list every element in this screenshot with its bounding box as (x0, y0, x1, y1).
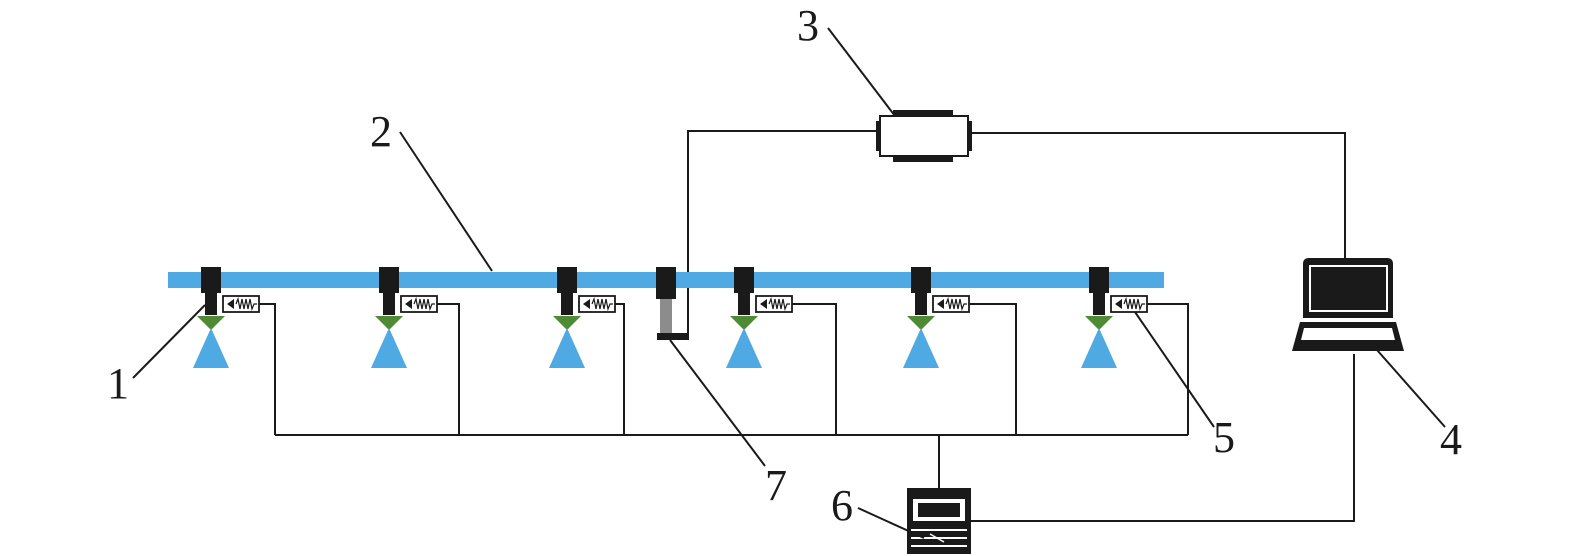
valve-wire-2 (436, 303, 460, 435)
leader-lines (132, 27, 1446, 539)
callout-3: 3 (797, 1, 819, 50)
valve-wire-4 (791, 303, 837, 435)
box-to-laptop-wire (968, 132, 1346, 260)
leader-7 (669, 339, 766, 467)
callout-7: 7 (765, 461, 787, 510)
leader-3 (827, 27, 896, 117)
laptop-icon (1292, 258, 1404, 351)
pressure-sensor (656, 267, 689, 340)
controller-unit (907, 488, 971, 554)
callout-4: 4 (1440, 415, 1462, 464)
callout-2: 2 (370, 107, 392, 156)
controller-to-laptop-wire (970, 354, 1355, 522)
valve-wire-3 (614, 303, 625, 435)
leader-5 (1134, 311, 1215, 428)
valve-wire-1 (258, 303, 276, 435)
sensor-to-box-wire (687, 130, 878, 336)
callout-6: 6 (831, 481, 853, 530)
valve-wire-5 (968, 303, 1017, 435)
leader-4 (1376, 349, 1446, 428)
leader-6 (857, 507, 925, 539)
leader-1 (132, 304, 206, 379)
valve-wire-6 (1146, 303, 1189, 435)
sensor-box (876, 110, 972, 162)
signal-wiring (258, 130, 1355, 522)
leader-2 (399, 131, 493, 272)
callout-1: 1 (107, 359, 129, 408)
callout-5: 5 (1213, 413, 1235, 462)
